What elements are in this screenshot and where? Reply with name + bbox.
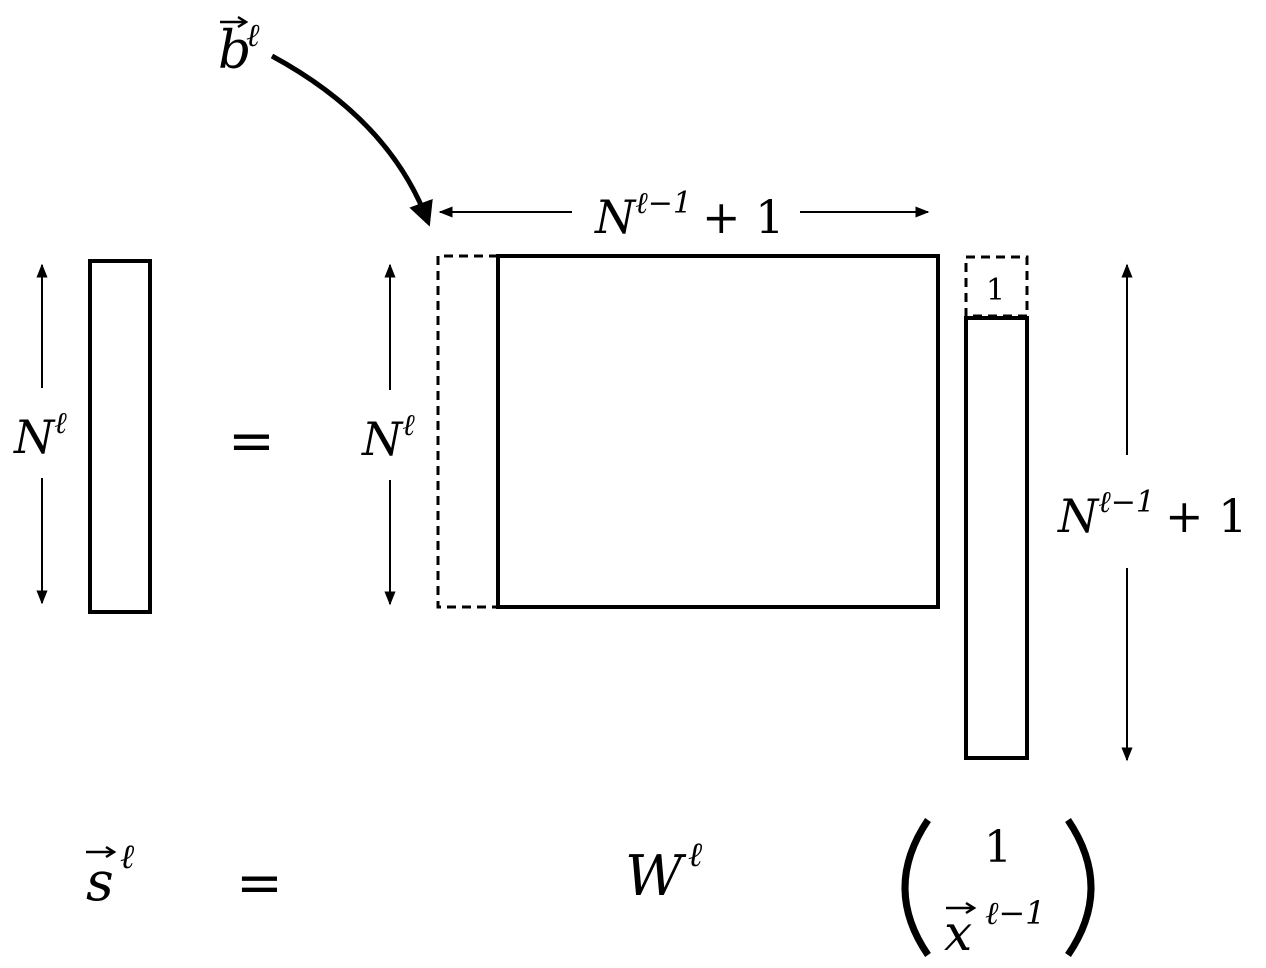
- left-paren: [901, 818, 931, 957]
- left-height-label: Nℓ: [13, 406, 67, 464]
- bias-superscript: ℓ: [246, 16, 260, 54]
- equation-input-vector: 1 x ℓ−1: [901, 818, 1095, 962]
- right-height-base: N: [1057, 489, 1100, 543]
- bias-vector-arrow-icon: [220, 15, 249, 29]
- equation-s-superscript: ℓ: [120, 837, 134, 877]
- bias-symbol: b: [218, 21, 251, 81]
- top-width-dimension: Nℓ−1 + 1: [438, 186, 930, 244]
- weight-matrix-box: [496, 254, 940, 609]
- right-height-superscript: ℓ−1: [1098, 485, 1155, 520]
- right-height-suffix: + 1: [1165, 489, 1247, 543]
- top-width-base: N: [594, 190, 637, 244]
- right-height-label: Nℓ−1 + 1: [1057, 485, 1247, 543]
- bias-column-dashed: [436, 254, 498, 609]
- output-vector-box: [88, 259, 152, 614]
- top-width-label: Nℓ−1 + 1: [594, 186, 784, 244]
- bias-label: b ℓ: [218, 15, 260, 81]
- matrix-height-superscript: ℓ: [402, 408, 415, 443]
- equation-s-symbol: s: [86, 850, 114, 913]
- right-paren: [1065, 818, 1095, 957]
- matrix-height-dimension: Nℓ: [361, 263, 415, 606]
- left-height-superscript: ℓ: [54, 406, 67, 441]
- equation-equals: =: [236, 851, 283, 916]
- equation-row: s ℓ = W ℓ 1 x ℓ−1: [86, 818, 1095, 962]
- top-width-suffix: + 1: [702, 190, 784, 244]
- equals-sign-top: =: [228, 409, 275, 474]
- left-height-dimension: Nℓ: [13, 263, 67, 605]
- equation-x-symbol: x: [944, 904, 972, 962]
- equation-w: W ℓ: [625, 835, 702, 909]
- one-cell-label: 1: [986, 273, 1005, 308]
- right-height-dimension: Nℓ−1 + 1: [1057, 263, 1247, 762]
- x-vector-arrow-icon: [946, 901, 977, 915]
- matrix-height-base: N: [361, 412, 404, 466]
- input-vector-box: [964, 316, 1029, 760]
- matrix-height-label: Nℓ: [361, 408, 415, 466]
- bias-pointer-arrow: [270, 53, 433, 227]
- equation-x-superscript: ℓ−1: [985, 894, 1046, 932]
- left-height-base: N: [13, 410, 56, 464]
- equation-vector-top: 1: [984, 822, 1012, 873]
- top-width-superscript: ℓ−1: [635, 186, 692, 221]
- equation-s: s ℓ: [86, 837, 134, 913]
- equation-w-base: W: [625, 844, 687, 909]
- s-vector-arrow-icon: [86, 845, 117, 859]
- equation-w-superscript: ℓ: [688, 835, 702, 875]
